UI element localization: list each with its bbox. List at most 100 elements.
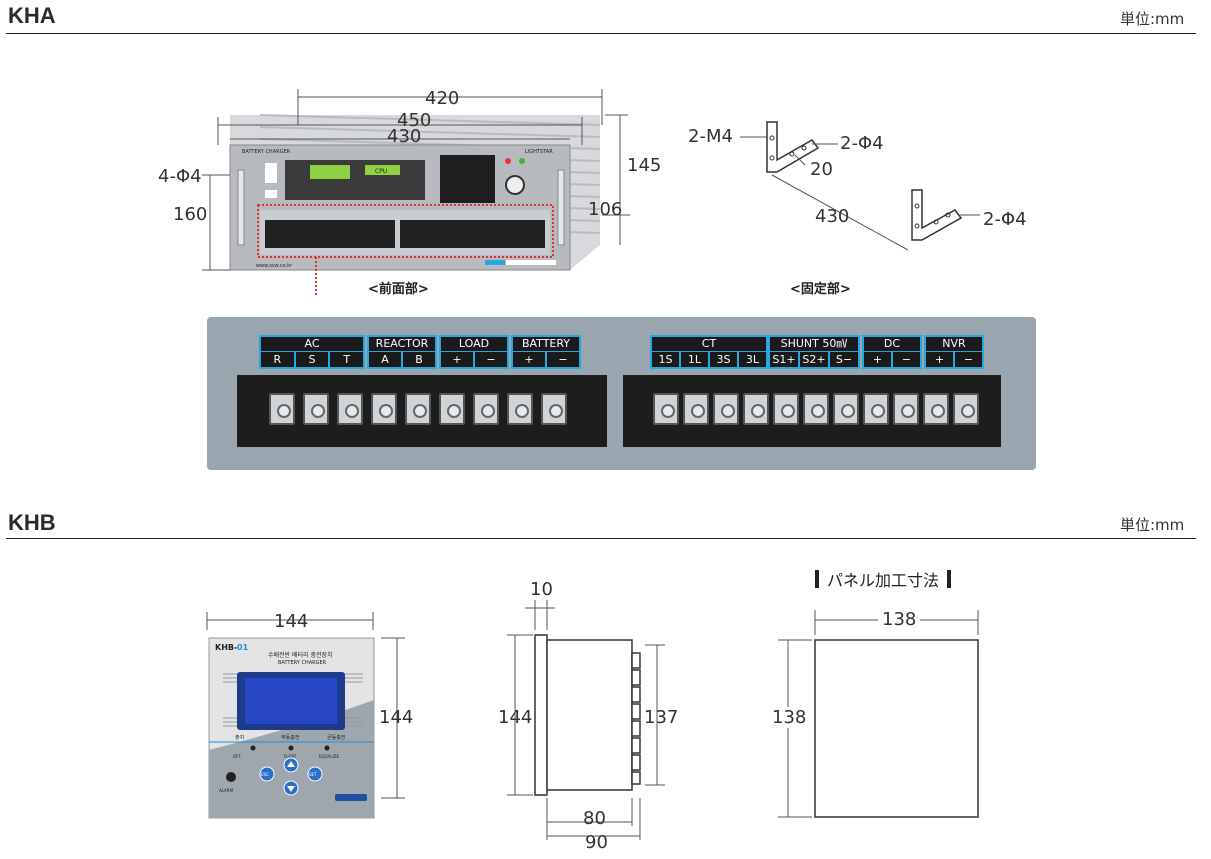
equalize-led (324, 745, 330, 751)
khb-title-kr: 수배전반 배터리 충전장치 (268, 651, 333, 659)
kha-divider (6, 33, 1196, 34)
khb-model-prefix: KHB- (215, 643, 237, 652)
cutout-title-bar-right (947, 570, 952, 588)
dim-hole-a: 2-Φ4 (840, 133, 884, 154)
khb-side-drawing (507, 600, 665, 840)
dim-cutout-w: 138 (878, 609, 921, 630)
bracket-caption: <固定部> (790, 282, 851, 297)
terminal-cell: T (343, 353, 351, 366)
kha-bracket-drawing (740, 121, 980, 251)
dim-hole-b: 2-Φ4 (983, 209, 1027, 230)
terminal-screw (923, 393, 949, 425)
khb-set-label: SET (309, 772, 317, 777)
terminal-screw (833, 393, 859, 425)
terminal-cell: + (513, 352, 547, 367)
group-name: SHUNT 50㎷ (770, 337, 858, 352)
dim-cutout-h: 138 (770, 707, 809, 728)
circuit-diagram (285, 160, 425, 200)
dim-side-144: 144 (498, 707, 533, 728)
kha-front-drawing: BATTERY CHARGER LIGHTSTAR CPU www.ssw.co… (202, 89, 630, 295)
dim-hole-4: 4-Φ4 (158, 166, 202, 187)
group-name: AC (261, 337, 363, 352)
terminal-cell: + (864, 352, 893, 367)
terminal-cell: − (963, 353, 974, 366)
kha-unit-label: 単位:mm (1120, 10, 1185, 28)
terminal-cell: − (901, 353, 912, 366)
terminal-cell: + (926, 352, 955, 367)
down-arrow-icon (287, 786, 295, 792)
group-name: BATTERY (513, 337, 579, 352)
website-text: www.ssw.co.kr (256, 263, 293, 269)
khb-mode2: 부동충전 (281, 734, 300, 741)
dim-450: 450 (397, 110, 432, 131)
terminal-highlight-box (257, 204, 554, 258)
khb-front-drawing: KHB- 01 수배전반 배터리 충전장치 BATTERY CHARGER 출지… (206, 612, 405, 819)
terminal-screw (653, 393, 679, 425)
terminal-screw (405, 393, 431, 425)
dim-160: 160 (173, 204, 208, 225)
khb-mode1: 출지 (235, 734, 244, 741)
cpu-label: CPU (375, 168, 387, 175)
group-name: DC (864, 337, 920, 352)
khb-mode3: 균등충전 (327, 734, 346, 741)
khb-unit-label: 単位:mm (1120, 516, 1185, 534)
terminal-cell: − (486, 353, 496, 366)
terminal-group-ct: CT 1S 1L 3S 3L (650, 335, 768, 369)
terminal-cell: R (261, 352, 296, 367)
khb-esc-label: ESC (261, 772, 269, 777)
terminal-screw (337, 393, 363, 425)
dim-side-80: 80 (583, 808, 606, 829)
terminal-screw (683, 393, 709, 425)
dim-khb-height: 144 (379, 707, 414, 728)
terminal-group-dc: DC + − (862, 335, 922, 369)
terminal-block-end-right (979, 375, 1001, 447)
terminal-cell: A (369, 352, 403, 367)
terminal-group-load: LOAD + − (439, 335, 509, 369)
khb-float-label: FLOAT (284, 754, 297, 759)
khb-divider (6, 538, 1196, 539)
terminal-screw (303, 393, 329, 425)
set-button[interactable] (307, 766, 323, 782)
front-caption: <前面部> (368, 282, 429, 297)
terminal-group-ac: AC R S T (259, 335, 365, 369)
cutout-title: パネル加工寸法 (827, 571, 940, 590)
kha-section-title: KHA (8, 3, 56, 28)
terminal-screw (371, 393, 397, 425)
khb-equalize-label: EQUALIZE (319, 754, 339, 759)
dim-106: 106 (588, 199, 623, 220)
terminal-group-nvr: NVR + − (924, 335, 984, 369)
side-body (546, 639, 633, 791)
dim-430: 430 (387, 126, 422, 147)
terminal-block-end-left (237, 375, 259, 447)
cutout-rectangle (814, 639, 979, 818)
control-knob (505, 175, 525, 195)
terminal-group-battery: BATTERY + − (511, 335, 581, 369)
terminal-group-reactor: REACTOR A B (367, 335, 437, 369)
terminal-screw (803, 393, 829, 425)
dim-side-137: 137 (644, 707, 679, 728)
up-arrow-icon (287, 761, 295, 767)
terminal-screw (713, 393, 739, 425)
terminal-cell: S2+ (800, 352, 830, 367)
esc-button[interactable] (259, 766, 275, 782)
terminal-screw (863, 393, 889, 425)
terminal-cell: B (415, 353, 423, 366)
group-name: CT (652, 337, 766, 352)
group-name: REACTOR (369, 337, 435, 352)
terminal-screw (773, 393, 799, 425)
device-brand-right: LIGHTSTAR (525, 149, 553, 155)
terminal-screw (743, 393, 769, 425)
alarm-led (226, 772, 236, 782)
terminal-cell: 1L (681, 352, 710, 367)
device-brand-left: BATTERY CHARGER (242, 149, 291, 155)
terminal-screw (893, 393, 919, 425)
dim-2-m4: 2-M4 (688, 126, 733, 147)
terminal-panel: AC R S T REACTOR A B LOAD + − BATTERY + … (207, 317, 1036, 470)
info-label-plate (440, 155, 495, 203)
terminal-cell: 3S (710, 352, 739, 367)
dim-side-10: 10 (530, 579, 553, 600)
side-bezel (534, 634, 548, 796)
terminal-screw (507, 393, 533, 425)
terminal-cell: 1S (652, 352, 681, 367)
dim-bracket-430: 430 (815, 206, 850, 227)
